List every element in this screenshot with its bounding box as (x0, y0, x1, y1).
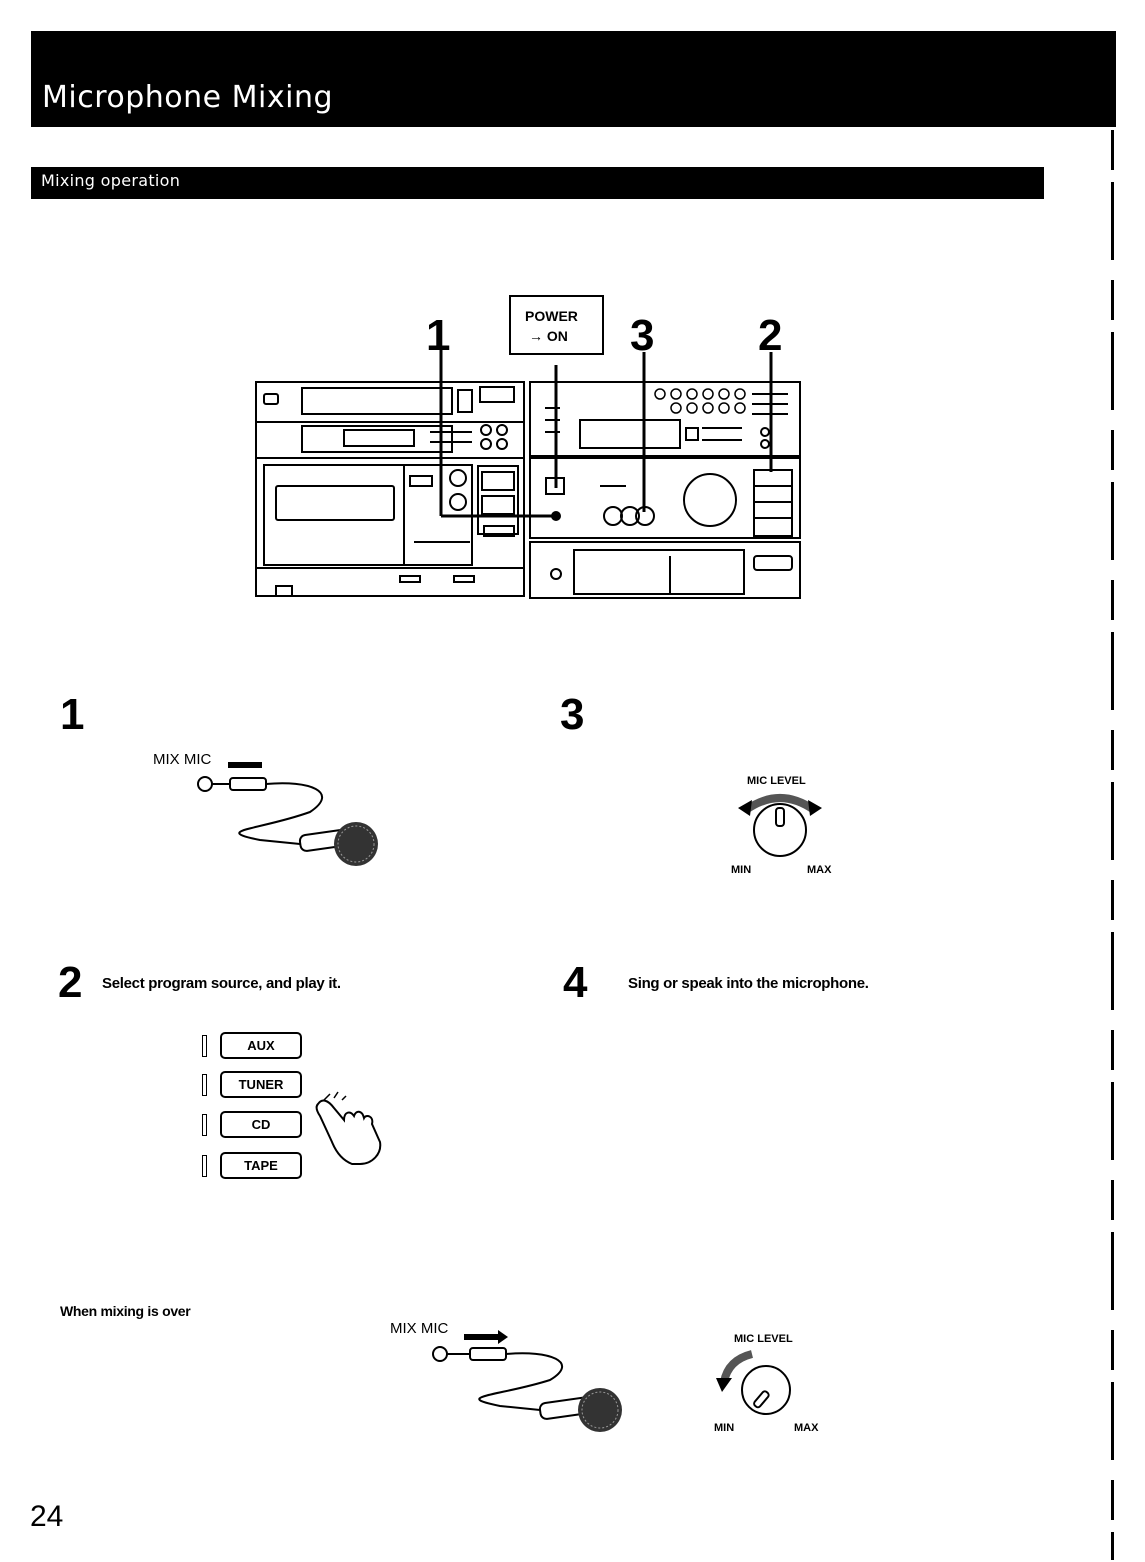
max-label-end: MAX (794, 1422, 818, 1434)
microphone-unplug-illustration (420, 1330, 630, 1440)
section-title: Mixing operation (41, 171, 180, 190)
mic-level-knob-min-illustration (708, 1346, 808, 1426)
step-4-text: Sing or speak into the microphone. (628, 975, 869, 992)
tuner-button[interactable]: TUNER (220, 1071, 302, 1098)
callout-3: 3 (630, 311, 654, 360)
section-bar (31, 167, 1044, 199)
step-2-text: Select program source, and play it. (102, 975, 341, 992)
mic-level-knob-illustration (730, 788, 830, 868)
mic-level-label: MIC LEVEL (747, 775, 806, 787)
led-tuner (202, 1074, 207, 1096)
step-2-number: 2 (58, 958, 82, 1008)
step-3-number: 3 (560, 690, 584, 740)
min-label-end: MIN (714, 1422, 734, 1434)
step-1-number: 1 (60, 690, 84, 740)
tape-button[interactable]: TAPE (220, 1152, 302, 1179)
step-4-number: 4 (563, 958, 587, 1008)
led-aux (202, 1035, 207, 1057)
pointing-hand-icon (312, 1090, 392, 1170)
power-on-label: → ON (529, 328, 568, 344)
stereo-system-diagram: 1 3 2 (240, 290, 810, 610)
callout-2: 2 (758, 311, 782, 360)
aux-button[interactable]: AUX (220, 1032, 302, 1059)
margin-rule (1111, 130, 1114, 1560)
page-number: 24 (30, 1500, 63, 1534)
led-tape (202, 1155, 207, 1177)
callout-1: 1 (426, 311, 450, 360)
power-label: POWER (525, 308, 578, 324)
cd-button[interactable]: CD (220, 1111, 302, 1138)
max-label: MAX (807, 864, 831, 876)
led-cd (202, 1114, 207, 1136)
when-over-heading: When mixing is over (60, 1303, 190, 1319)
mic-level-label-end: MIC LEVEL (734, 1333, 793, 1345)
microphone-plug-illustration (190, 760, 390, 880)
min-label: MIN (731, 864, 751, 876)
page-title: Microphone Mixing (42, 80, 333, 115)
